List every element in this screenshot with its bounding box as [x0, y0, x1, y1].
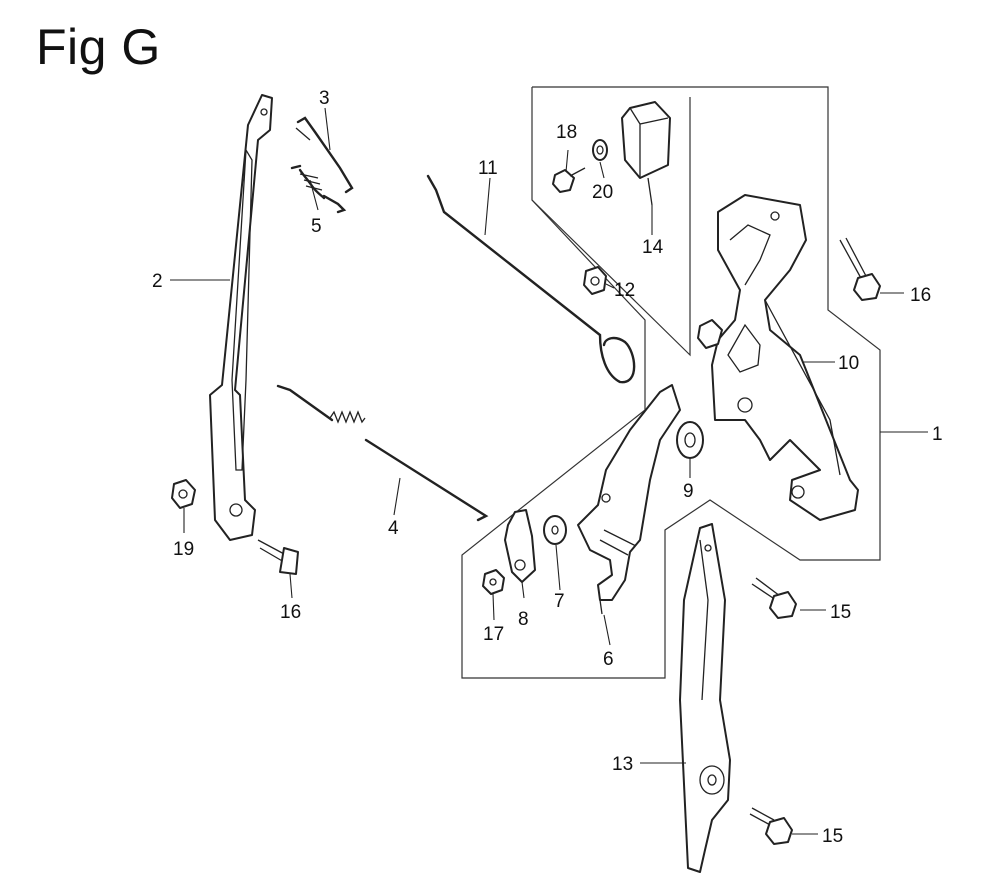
bolt-bracket: [697, 319, 723, 349]
callout-21: 20: [592, 182, 613, 203]
callout-9: 9: [683, 481, 694, 502]
choke-wire: [426, 174, 636, 384]
callout-2: 2: [152, 271, 163, 292]
callout-16-lower: 15: [830, 602, 851, 623]
stop-switch: [621, 101, 671, 206]
callout-6: 6: [603, 649, 614, 670]
group-frame-top: [461, 86, 881, 679]
callout-18: 17: [483, 624, 504, 645]
spring-5: [290, 164, 347, 214]
nut-20: [171, 479, 196, 509]
callout-16-upper: 16: [910, 285, 931, 306]
callout-19: 18: [556, 122, 577, 143]
lever-arm: [209, 94, 273, 541]
washer-9: [676, 421, 704, 459]
bolt-19: [552, 167, 586, 193]
leader-lines: [170, 107, 928, 835]
callout-5: 5: [311, 216, 322, 237]
callout-12: 12: [614, 280, 635, 301]
callout-17: 16: [280, 602, 301, 623]
spring-3: [295, 116, 354, 194]
nut-12: [583, 266, 607, 295]
callout-10: 10: [838, 353, 859, 374]
bolt-17: [257, 539, 299, 575]
washer-21: [592, 139, 608, 161]
lever-plate: [504, 509, 536, 583]
bolt-16-upper: [839, 237, 881, 301]
callout-4: 4: [388, 518, 399, 539]
callout-7: 7: [554, 591, 565, 612]
callout-1: 1: [932, 424, 943, 445]
callout-labels: 2 3 5 4 11 12 18 20 14 16 10 1 9 7 8 17 …: [152, 88, 943, 847]
throttle-lever: [577, 384, 681, 615]
figure-title: Fig G: [36, 19, 161, 75]
nut-18: [482, 569, 505, 595]
bolt-16-lower: [751, 577, 797, 619]
washer-7: [543, 515, 567, 545]
lower-lever: [679, 523, 731, 873]
throttle-rod: [276, 384, 489, 522]
callout-13: 13: [612, 754, 633, 775]
control-bracket: [711, 194, 859, 521]
callout-3: 3: [319, 88, 330, 109]
callout-20: 19: [173, 539, 194, 560]
callout-15: 15: [822, 826, 843, 847]
group-frame-switch: [531, 97, 691, 357]
callout-14: 14: [642, 237, 664, 258]
callout-11: 11: [478, 158, 498, 179]
callout-8: 8: [518, 609, 529, 630]
bolt-15: [749, 807, 793, 845]
